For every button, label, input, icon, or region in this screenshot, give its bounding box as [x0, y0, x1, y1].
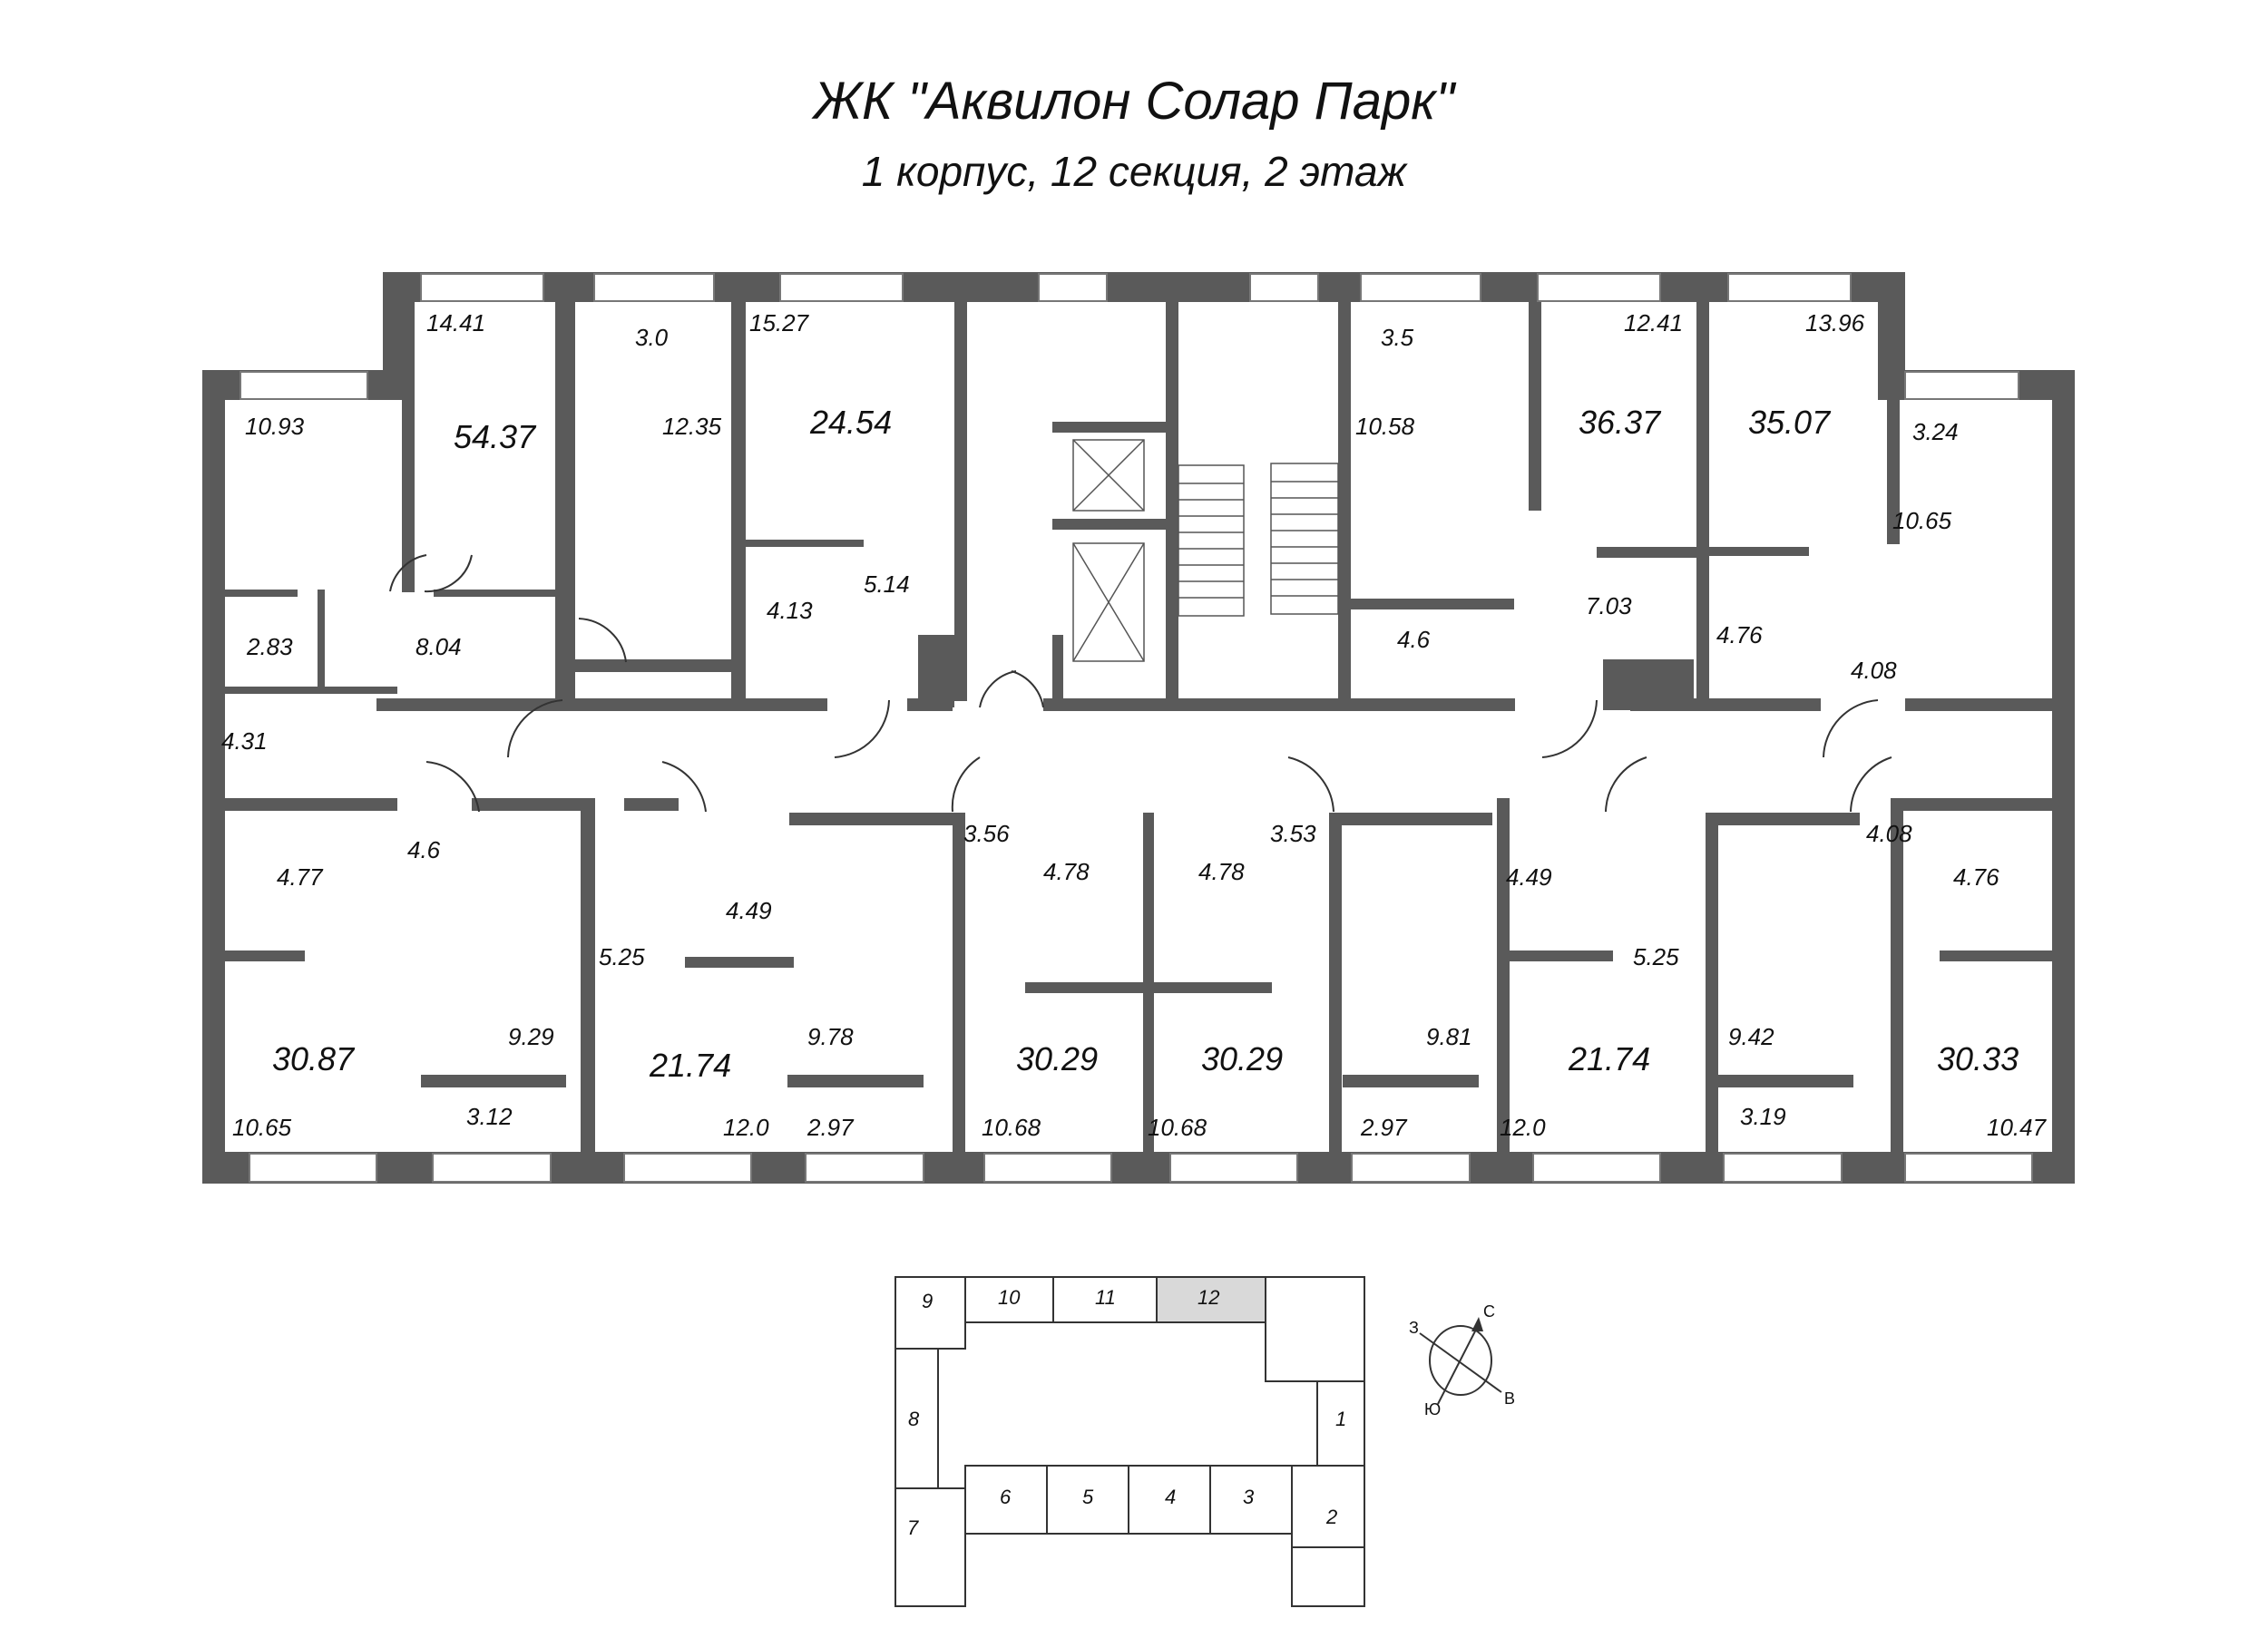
room-area: 4.76 [1716, 621, 1763, 648]
room-area: 4.6 [407, 836, 441, 863]
compass-west: З [1409, 1319, 1419, 1337]
room-area: 3.19 [1740, 1103, 1786, 1130]
room-area: 12.0 [1500, 1114, 1546, 1141]
key-section-1: 1 [1335, 1408, 1346, 1430]
room-area: 3.56 [963, 820, 1010, 847]
apartment-total-area: 35.07 [1748, 404, 1832, 441]
room-area: 10.93 [245, 413, 305, 440]
room-area: 5.25 [599, 943, 645, 970]
apartment-total-area: 54.37 [454, 418, 537, 455]
room-area: 12.0 [723, 1114, 769, 1141]
room-area: 4.6 [1397, 626, 1431, 653]
room-area: 15.27 [749, 309, 810, 336]
room-area: 2.83 [246, 633, 293, 660]
apartment-total-area: 21.74 [1568, 1040, 1650, 1077]
compass-east: В [1504, 1389, 1515, 1408]
room-area: 10.58 [1355, 413, 1415, 440]
key-section-6: 6 [1000, 1486, 1012, 1508]
room-area: 10.65 [232, 1114, 292, 1141]
room-area: 9.42 [1728, 1023, 1774, 1050]
floor-subtitle: 1 корпус, 12 секция, 2 этаж [861, 148, 1407, 195]
room-area: 9.29 [508, 1023, 554, 1050]
key-section-2: 2 [1325, 1506, 1337, 1528]
room-area: 4.49 [726, 897, 772, 924]
room-area: 10.68 [982, 1114, 1041, 1141]
compass-south: Ю [1424, 1400, 1441, 1418]
room-area: 4.13 [767, 597, 813, 624]
room-area: 12.35 [662, 413, 722, 440]
room-area: 10.65 [1892, 507, 1952, 534]
room-area: 5.14 [864, 570, 910, 598]
key-section-8: 8 [908, 1408, 920, 1430]
room-area: 12.41 [1624, 309, 1683, 336]
interior-walls-lower [225, 798, 2052, 1152]
room-area: 4.08 [1866, 820, 1912, 847]
room-area: 4.77 [277, 863, 324, 891]
key-section-7: 7 [907, 1516, 919, 1539]
apartment-total-area: 30.87 [272, 1040, 356, 1077]
room-area: 5.25 [1633, 943, 1679, 970]
apartment-total-area: 21.74 [649, 1047, 731, 1084]
room-area: 3.53 [1270, 820, 1316, 847]
elevator-shafts [1052, 422, 1175, 698]
key-section-9: 9 [922, 1290, 933, 1312]
room-area: 10.47 [1987, 1114, 2048, 1141]
key-section-3: 3 [1243, 1486, 1255, 1508]
room-area: 3.5 [1381, 324, 1414, 351]
doors [389, 554, 1892, 813]
key-section-11: 11 [1095, 1286, 1116, 1309]
room-area: 7.03 [1586, 592, 1632, 619]
staircase [1178, 463, 1339, 617]
apartment-total-area: 36.37 [1579, 404, 1662, 441]
complex-title: ЖК "Аквилон Солар Парк" [813, 72, 1455, 131]
room-area: 14.41 [426, 309, 485, 336]
room-area: 4.08 [1851, 657, 1897, 684]
windows-bottom [249, 1153, 2033, 1183]
room-area: 3.12 [466, 1103, 513, 1130]
apartment-total-area: 30.33 [1937, 1040, 2019, 1077]
apartment-total-area: 30.29 [1016, 1040, 1098, 1077]
apartment-total-area: 30.29 [1201, 1040, 1283, 1077]
room-area: 9.81 [1426, 1023, 1472, 1050]
compass-icon: С В Ю З [1409, 1302, 1515, 1418]
room-area: 9.78 [807, 1023, 854, 1050]
compass-north: С [1483, 1302, 1495, 1321]
room-area: 13.96 [1805, 309, 1865, 336]
key-section-10: 10 [998, 1286, 1021, 1309]
room-area: 4.76 [1953, 863, 1999, 891]
room-area: 4.78 [1043, 858, 1090, 885]
room-area: 3.0 [635, 324, 669, 351]
apartment-total-area: 24.54 [809, 404, 892, 441]
room-area: 4.49 [1506, 863, 1552, 891]
room-area: 8.04 [415, 633, 462, 660]
windows-top [240, 273, 2019, 400]
room-area: 4.31 [221, 727, 268, 755]
selected-section-12 [1156, 1276, 1266, 1323]
room-area: 2.97 [1360, 1114, 1408, 1141]
room-area: 2.97 [807, 1114, 855, 1141]
section-key-plan: 9 10 11 12 8 1 7 6 5 4 3 2 [894, 1276, 1365, 1607]
room-area: 4.78 [1198, 858, 1245, 885]
key-section-12: 12 [1198, 1286, 1219, 1309]
key-section-5: 5 [1082, 1486, 1094, 1508]
interior-walls-upper [225, 302, 2052, 711]
key-section-4: 4 [1165, 1486, 1176, 1508]
room-area: 3.24 [1912, 418, 1959, 445]
room-area: 10.68 [1148, 1114, 1207, 1141]
room-area-labels: 14.41 3.0 15.27 10.93 54.37 12.35 24.54 2.83 8.0… [221, 309, 2048, 1141]
